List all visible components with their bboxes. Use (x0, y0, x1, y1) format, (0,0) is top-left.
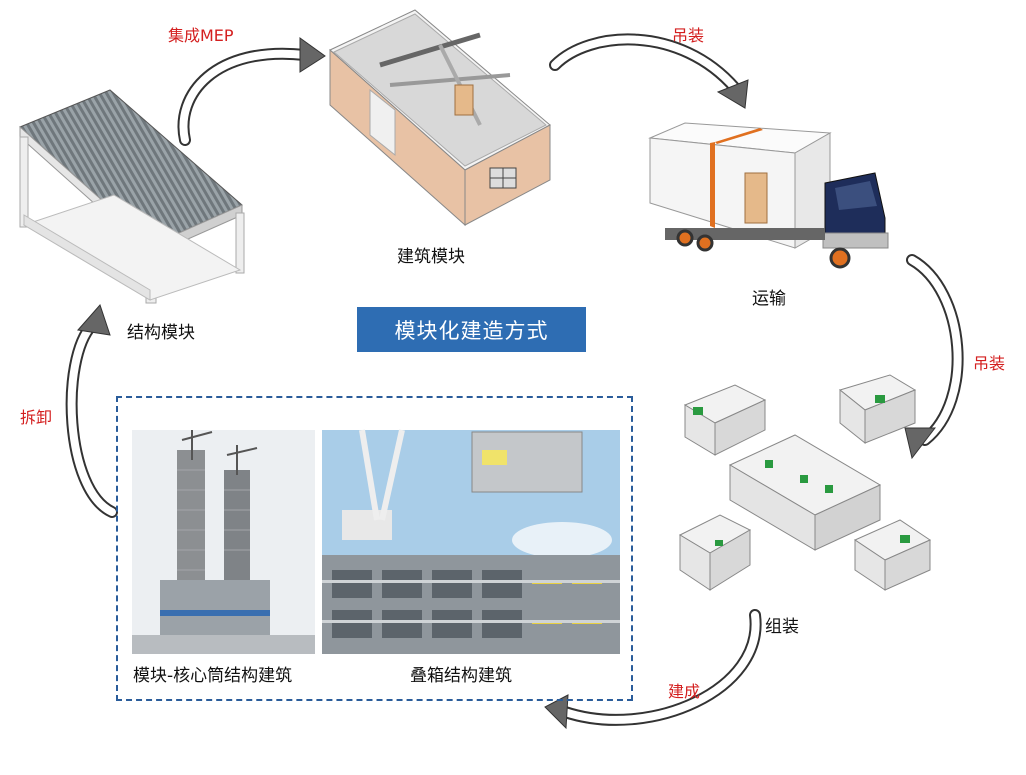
label-structural-module: 结构模块 (127, 323, 195, 343)
label-complete: 建成 (668, 682, 701, 701)
label-assembly: 组装 (765, 617, 799, 637)
label-hoist-right: 吊装 (973, 354, 1006, 373)
label-core-tube-building: 模块-核心筒结构建筑 (133, 666, 293, 686)
label-dismantle: 拆卸 (20, 408, 53, 427)
label-hoist-top: 吊装 (672, 26, 705, 45)
assembly-illustration (678, 374, 932, 591)
structural-module-illustration (19, 89, 245, 304)
transport-truck-illustration (648, 122, 889, 269)
core-tube-building-photo (132, 430, 315, 654)
building-module-illustration (329, 9, 551, 227)
examples-frame (116, 396, 633, 701)
label-transport: 运输 (752, 289, 786, 309)
stacked-building-photo (322, 429, 620, 654)
label-stacked-building: 叠箱结构建筑 (410, 666, 512, 686)
label-integrate-mep: 集成MEP (168, 26, 234, 45)
label-building-module: 建筑模块 (397, 247, 465, 267)
diagram-title: 模块化建造方式 (357, 307, 586, 352)
